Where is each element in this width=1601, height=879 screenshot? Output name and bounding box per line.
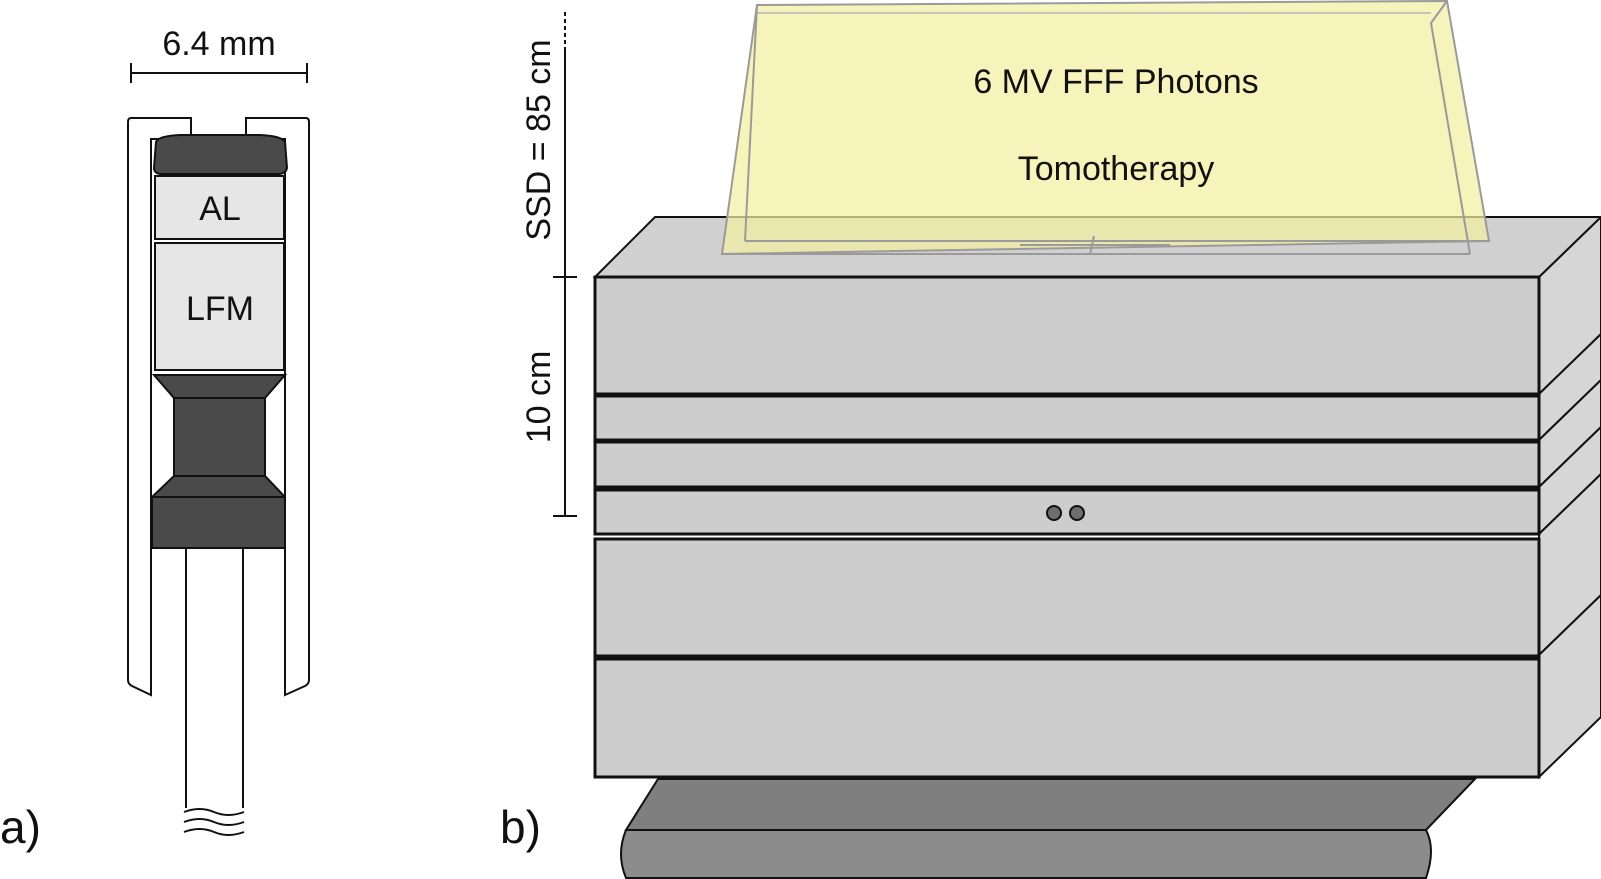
phantom-slab xyxy=(593,440,1541,489)
ssd-label: SSD = 85 cm xyxy=(520,39,558,240)
beam-energy-label: 6 MV FFF Photons xyxy=(973,63,1258,101)
detector-position-marker xyxy=(1069,505,1085,521)
lfm-layer-label: LFM xyxy=(186,290,254,328)
panel-b-setup: SSD = 85 cm 10 cm xyxy=(500,0,1601,879)
phantom-slab-detector xyxy=(593,488,1541,536)
radiation-beam: 6 MV FFF Photons Tomotherapy xyxy=(720,0,1491,256)
panel-a-label: a) xyxy=(0,801,41,853)
al-layer-label: AL xyxy=(199,190,241,228)
phantom-slab xyxy=(593,537,1541,658)
detector-coupler xyxy=(151,374,288,549)
panel-b-label: b) xyxy=(500,801,541,853)
phantom-slab xyxy=(593,394,1541,442)
width-dimension-indicator: 6.4 mm xyxy=(130,25,308,83)
phantom-side xyxy=(1538,215,1601,780)
al-layer xyxy=(154,175,285,240)
panel-a-detector: 6.4 mm AL LFM a) xyxy=(0,25,310,853)
width-dimension-label: 6.4 mm xyxy=(162,25,275,63)
depth-label: 10 cm xyxy=(520,351,558,444)
detector-positions xyxy=(1046,505,1085,521)
phantom-slab xyxy=(593,275,1541,396)
phantom-slabs xyxy=(593,275,1541,779)
sleeve-right-wall xyxy=(245,117,310,697)
ssd-dimension-indicator: SSD = 85 cm 10 cm xyxy=(520,12,577,517)
lfm-layer xyxy=(154,242,285,371)
beam-modality-label: Tomotherapy xyxy=(1018,150,1215,188)
detector-cap xyxy=(152,134,289,175)
detector-position-marker xyxy=(1046,505,1062,521)
treatment-couch xyxy=(620,778,1478,879)
sleeve-left-wall xyxy=(127,117,192,697)
optical-fiber xyxy=(183,548,245,836)
phantom-slab xyxy=(593,657,1541,779)
